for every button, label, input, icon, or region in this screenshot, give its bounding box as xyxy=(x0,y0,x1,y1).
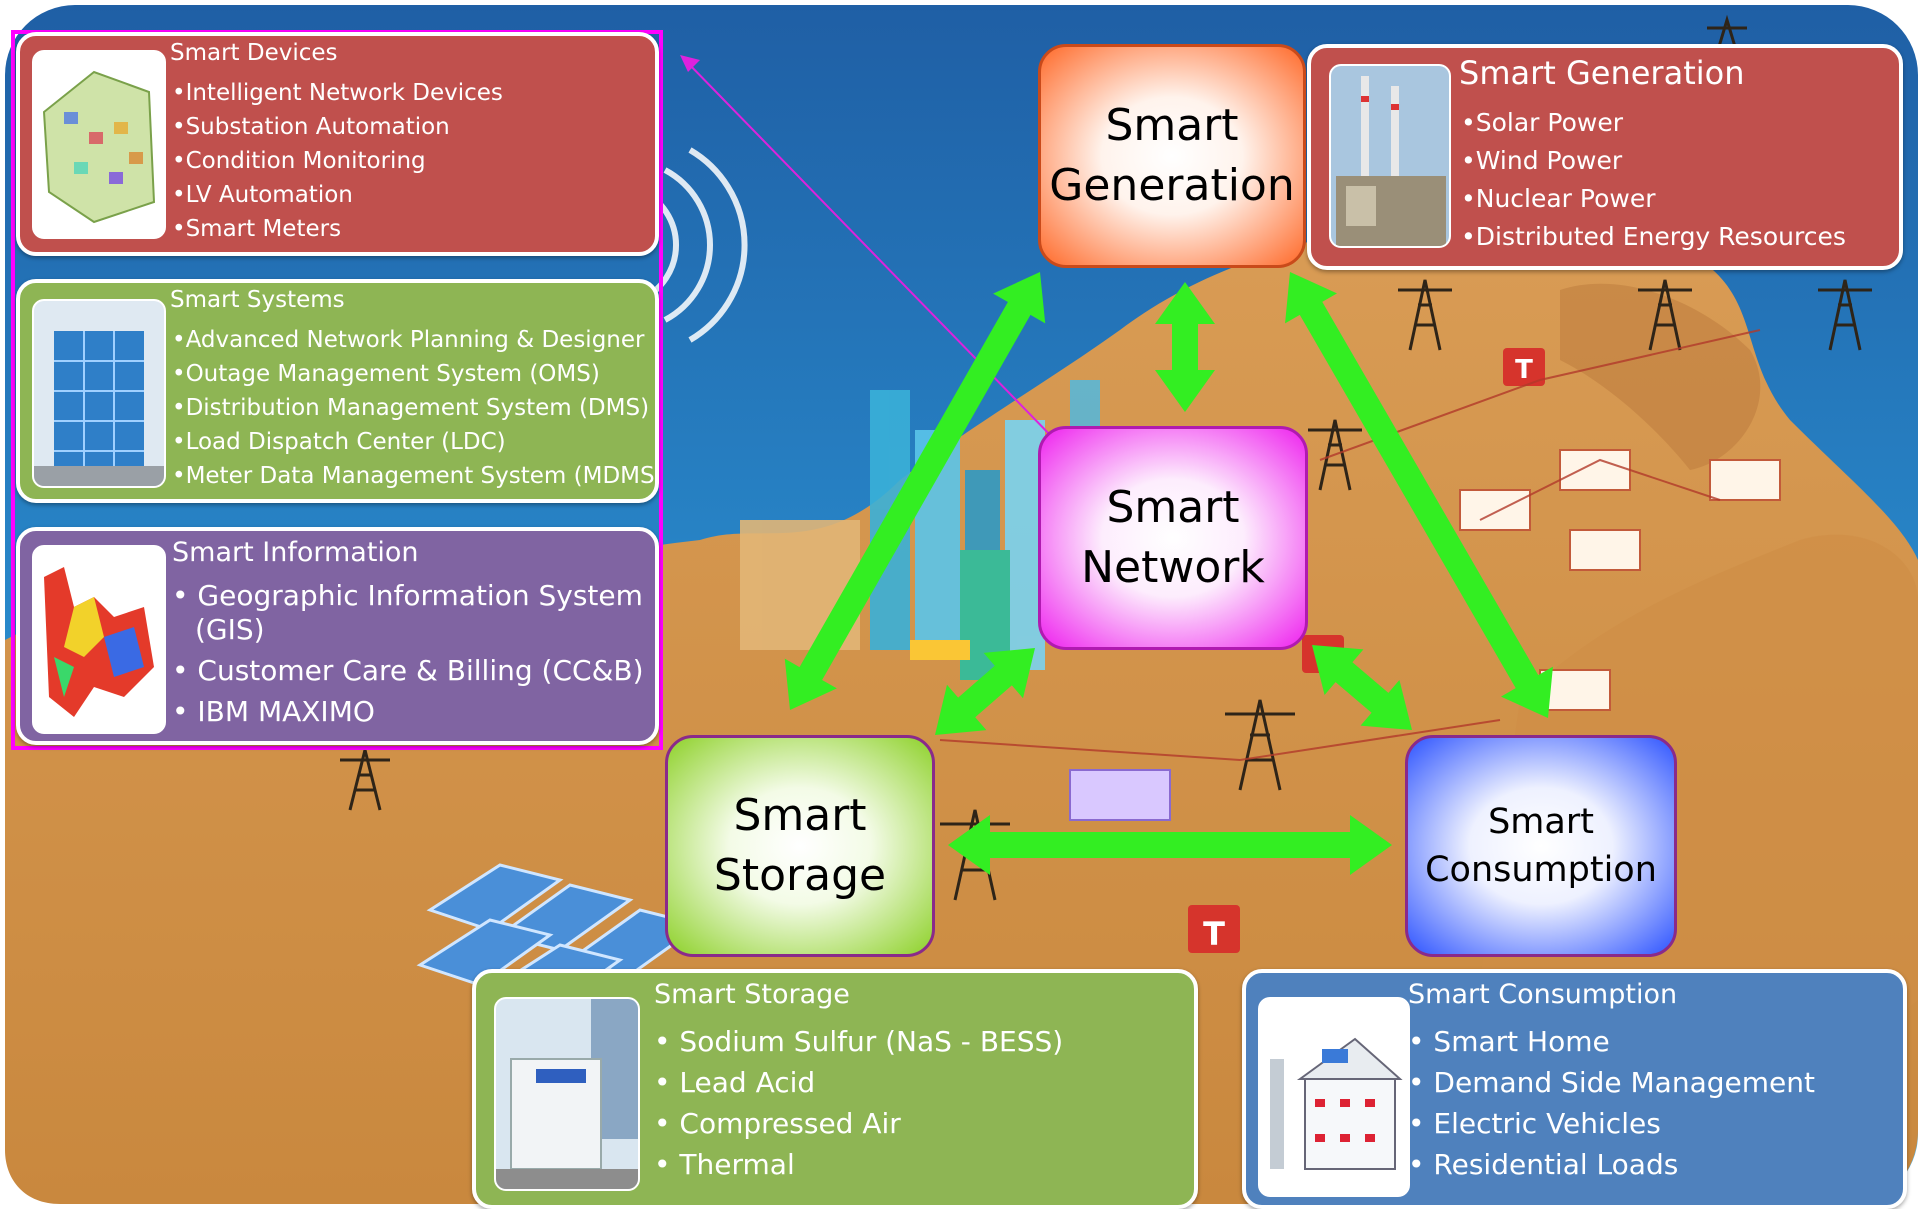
smart-devices-title: Smart Devices xyxy=(170,40,338,66)
smart-consumption-image xyxy=(1258,997,1410,1197)
smart-generation-image xyxy=(1329,64,1451,248)
node-label-line2: Network xyxy=(1081,542,1265,593)
smart-consumption-list: • Smart Home • Demand Side Management • … xyxy=(1408,1021,1815,1185)
arrow-generation-network xyxy=(1155,282,1215,412)
smart-consumption-panel: Smart Consumption • Smart Home • Demand … xyxy=(1242,969,1907,1209)
list-item: • Demand Side Management xyxy=(1408,1066,1815,1099)
list-item: • Thermal xyxy=(654,1148,795,1181)
list-item: • Residential Loads xyxy=(1408,1148,1679,1181)
node-label-line2: Consumption xyxy=(1425,850,1657,890)
list-item: • Customer Care & Billing (CC&B) xyxy=(172,654,644,687)
smart-generation-node: Smart Generation xyxy=(1038,44,1306,268)
smart-devices-panel: Smart Devices •Intelligent Network Devic… xyxy=(16,32,659,256)
list-item: •Solar Power xyxy=(1461,108,1623,137)
smart-devices-list: •Intelligent Network Devices •Substation… xyxy=(172,76,503,246)
arrow-generation-consumption xyxy=(1285,272,1553,718)
list-item: •Distribution Management System (DMS) xyxy=(172,395,650,421)
list-item: • Electric Vehicles xyxy=(1408,1107,1661,1140)
smart-storage-image xyxy=(494,997,640,1191)
list-item: • Smart Home xyxy=(1408,1025,1610,1058)
node-label-line1: Smart xyxy=(1488,802,1594,842)
smart-storage-node: Smart Storage xyxy=(665,735,935,957)
list-item: •Meter Data Management System (MDMS) xyxy=(172,463,659,489)
node-label-line2: Storage xyxy=(713,850,887,901)
smart-systems-title: Smart Systems xyxy=(170,287,345,313)
list-item: •Condition Monitoring xyxy=(172,148,426,174)
transformer-label: T xyxy=(1203,915,1225,953)
transformer-label: T xyxy=(1515,355,1533,385)
smart-consumption-node: Smart Consumption xyxy=(1405,735,1677,957)
list-item: •Wind Power xyxy=(1461,146,1623,175)
smart-systems-list: •Advanced Network Planning & Designer •O… xyxy=(172,323,659,493)
list-item: • Lead Acid xyxy=(654,1066,816,1099)
list-item: • IBM MAXIMO xyxy=(172,695,375,728)
smart-generation-panel: Smart Generation •Solar Power •Wind Powe… xyxy=(1307,44,1903,270)
smart-storage-list: • Sodium Sulfur (NaS - BESS) • Lead Acid… xyxy=(654,1021,1063,1185)
smart-devices-image xyxy=(32,50,166,239)
list-item: •Smart Meters xyxy=(172,216,342,242)
smart-storage-panel: Smart Storage • Sodium Sulfur (NaS - BES… xyxy=(472,969,1198,1209)
node-label-line1: Smart xyxy=(1106,482,1240,533)
arrow-storage-consumption xyxy=(948,815,1392,875)
smart-consumption-title: Smart Consumption xyxy=(1408,979,1678,1010)
arrow-network-storage xyxy=(935,648,1035,735)
list-item: •Nuclear Power xyxy=(1461,184,1656,213)
smart-generation-title: Smart Generation xyxy=(1459,54,1745,92)
smart-information-title: Smart Information xyxy=(172,537,419,568)
list-item: • Compressed Air xyxy=(654,1107,901,1140)
node-label-line1: Smart xyxy=(1105,100,1239,151)
list-item: • Sodium Sulfur (NaS - BESS) xyxy=(654,1025,1064,1058)
list-item: • Geographic Information System xyxy=(172,579,643,612)
list-item: •Load Dispatch Center (LDC) xyxy=(172,429,506,455)
list-item: •Intelligent Network Devices xyxy=(172,80,503,106)
node-label-line1: Smart xyxy=(733,790,867,841)
list-item: •Advanced Network Planning & Designer xyxy=(172,327,645,353)
smart-information-panel: Smart Information • Geographic Informati… xyxy=(16,527,659,745)
arrow-generation-storage xyxy=(784,272,1046,710)
list-item: (GIS) xyxy=(195,613,265,646)
smart-network-node: Smart Network xyxy=(1038,426,1308,650)
node-label-line2: Generation xyxy=(1049,160,1295,211)
list-item: •Outage Management System (OMS) xyxy=(172,361,600,387)
smart-information-list: • Geographic Information System (GIS) • … xyxy=(172,579,644,729)
smart-information-image xyxy=(32,545,166,734)
list-item: •Distributed Energy Resources xyxy=(1461,222,1846,251)
smart-storage-title: Smart Storage xyxy=(654,979,850,1010)
arrow-network-consumption xyxy=(1312,645,1412,730)
smart-systems-image xyxy=(32,299,166,488)
smart-generation-list: •Solar Power •Wind Power •Nuclear Power … xyxy=(1461,104,1846,256)
smart-systems-panel: Smart Systems •Advanced Network Planning… xyxy=(16,279,659,503)
list-item: •Substation Automation xyxy=(172,114,450,140)
list-item: •LV Automation xyxy=(172,182,353,208)
